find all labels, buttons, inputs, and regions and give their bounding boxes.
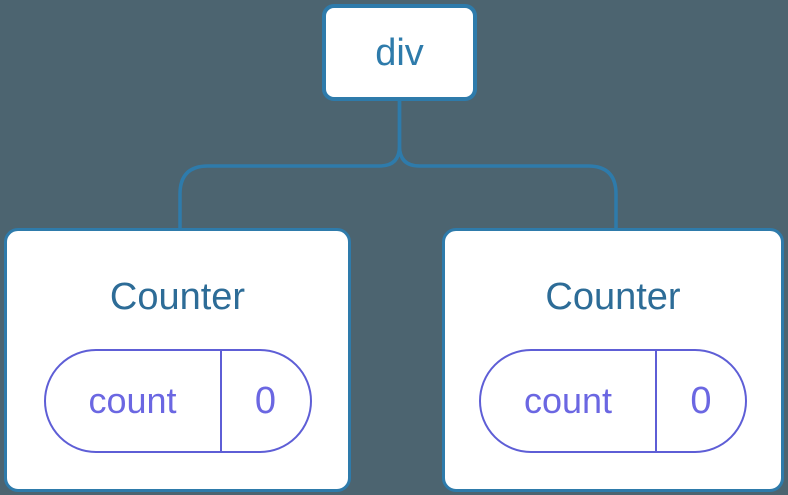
tree-node-counter-right: Counter count 0 [442,228,784,492]
tree-node-div: div [322,4,477,101]
connector-right-branch [397,101,618,229]
state-key-label: count [523,380,613,421]
tree-node-div-label: div [375,31,424,74]
state-key-label: count [88,380,177,421]
component-title: Counter [109,276,246,318]
state-pill: count 0 [43,349,312,453]
state-pill-value-cell: 0 [657,351,745,451]
state-pill-value-cell: 0 [222,351,310,451]
state-pill-key-cell: count [481,351,657,451]
connector-left-branch [178,101,402,229]
state-pill: count 0 [479,349,747,453]
tree-node-counter-left: Counter count 0 [4,228,351,492]
state-value: 0 [690,380,712,422]
component-title: Counter [545,276,681,318]
state-pill-key-cell: count [46,351,222,451]
state-value: 0 [254,380,277,422]
